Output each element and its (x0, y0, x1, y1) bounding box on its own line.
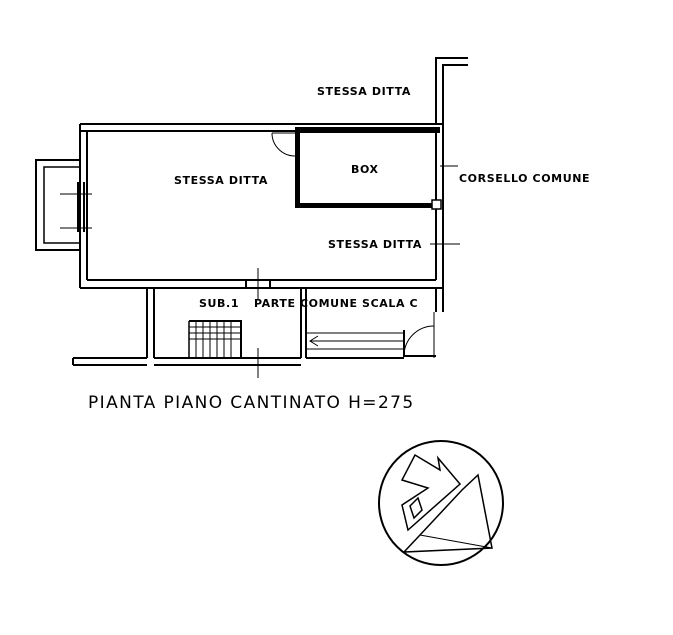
label-parte-comune: PARTE COMUNE SCALA C (254, 297, 418, 310)
exterior-walls (79, 57, 468, 289)
label-sub1: SUB.1 (199, 297, 239, 310)
label-box: BOX (351, 163, 379, 176)
staircase (188, 320, 242, 358)
boundary-marks (257, 165, 460, 378)
plan-title: PIANTA PIANO CANTINATO H=275 (88, 393, 415, 413)
north-arrow-icon (378, 440, 504, 566)
label-stessa-ditta-top: STESSA DITTA (317, 85, 411, 98)
light-well (35, 159, 92, 251)
label-stessa-ditta-right: STESSA DITTA (328, 238, 422, 251)
label-corsello-comune: CORSELLO COMUNE (459, 172, 590, 185)
lower-section (72, 280, 444, 366)
box-walls (271, 127, 442, 210)
label-stessa-ditta-left: STESSA DITTA (174, 174, 268, 187)
